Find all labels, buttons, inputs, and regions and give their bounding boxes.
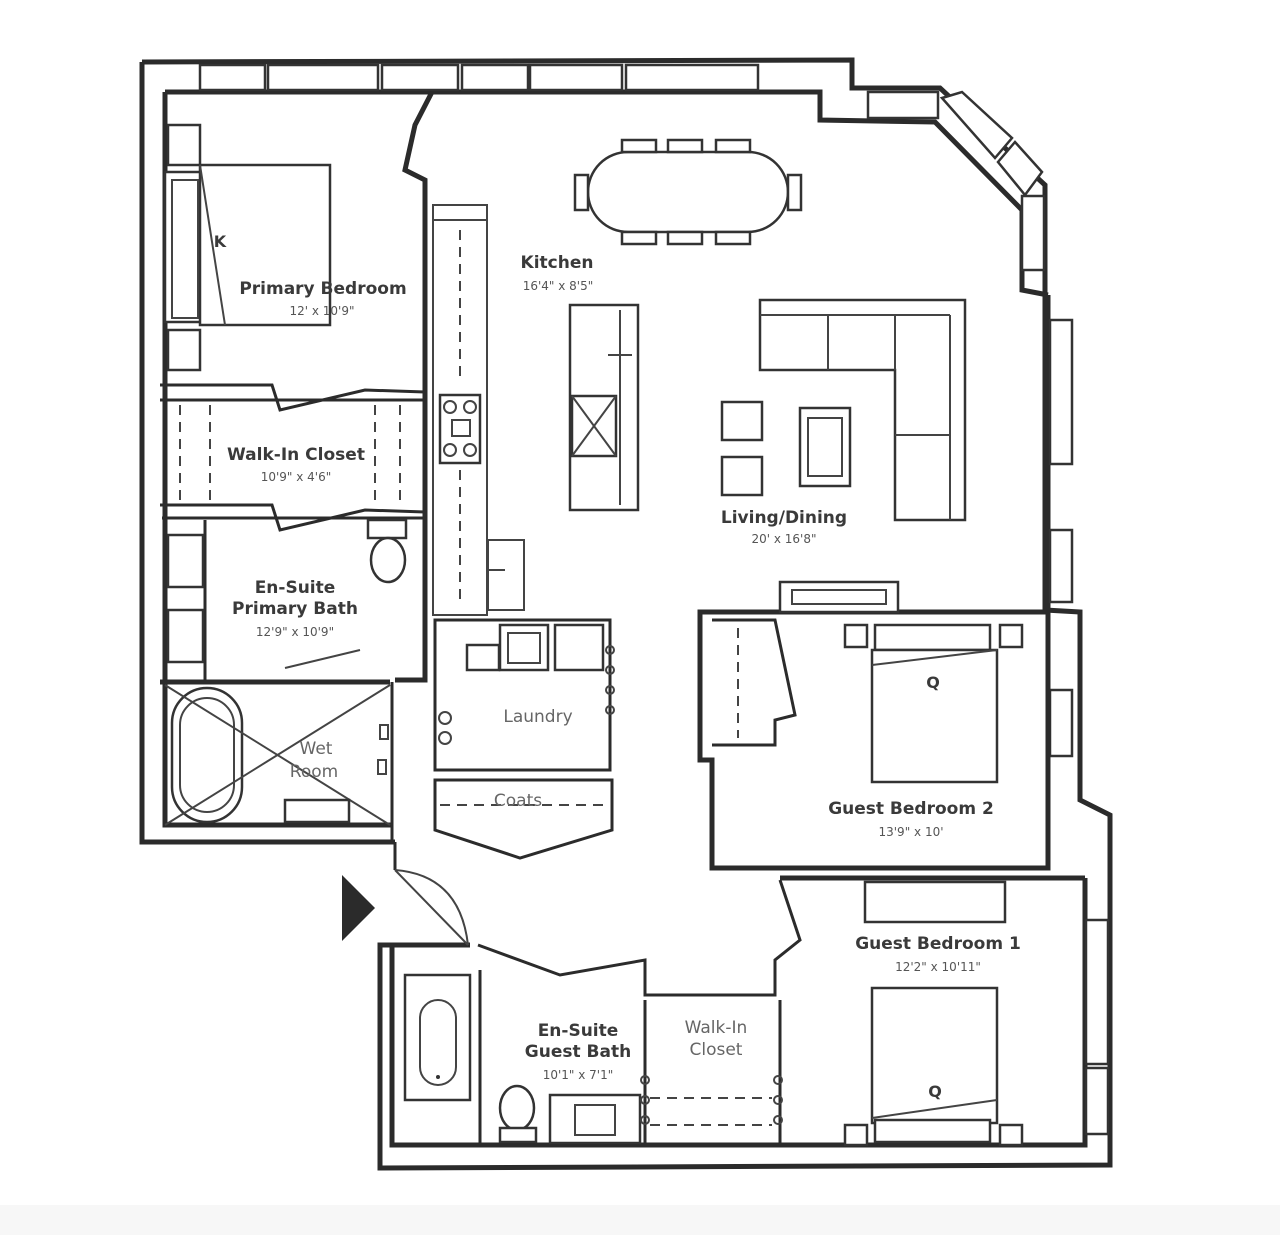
guest-bedroom-1-label: Guest Bedroom 1 (855, 934, 1021, 954)
ensuite-guest-bath-label-2: Guest Bath (525, 1042, 631, 1062)
guest-bedroom-2-bed-size: Q (926, 673, 940, 692)
ensuite-primary-bath-dims: 12'9" x 10'9" (256, 625, 334, 639)
primary-bedroom-dims: 12' x 10'9" (289, 304, 354, 318)
wet-room-label-2: Room (290, 762, 338, 782)
guest-bedroom-2-label: Guest Bedroom 2 (828, 799, 994, 819)
guest-bath-fixtures (403, 973, 783, 1145)
fridge (487, 539, 525, 611)
guest-bedroom-1-furniture (843, 880, 1024, 1147)
kitchen-dims: 16'4" x 8'5" (523, 279, 594, 293)
exterior-walls (139, 57, 1113, 1171)
room-labels: K Primary Bedroom 12' x 10'9" Walk-In Cl… (214, 232, 1021, 1101)
primary-bedroom-furniture (163, 123, 332, 372)
ensuite-guest-bath-label-1: En-Suite (538, 1021, 619, 1041)
interior-walls (160, 90, 1085, 1145)
guest-bedroom-1-bed-size: Q (928, 1082, 942, 1101)
guest-walk-in-closet-label-2: Closet (690, 1040, 743, 1060)
ensuite-primary-bath-label-1: En-Suite (255, 578, 336, 598)
ensuite-guest-bath-dims: 10'1" x 7'1" (543, 1068, 614, 1082)
living-dining-label: Living/Dining (721, 508, 847, 528)
sectional-sofa (720, 298, 967, 522)
laundry-fixtures (438, 623, 615, 806)
primary-bath-fixtures (164, 518, 408, 826)
guest-walk-in-closet-label-1: Walk-In (685, 1018, 748, 1038)
guest-bedroom-2-dims: 13'9" x 10' (878, 825, 943, 839)
coats-label: Coats (494, 791, 542, 811)
dining-table (573, 138, 803, 246)
windows (198, 63, 1110, 1136)
primary-bedroom-label: Primary Bedroom (239, 279, 406, 299)
wet-room-label-1: Wet (300, 739, 333, 759)
primary-bed-size: K (214, 232, 227, 251)
ensuite-primary-bath-label-2: Primary Bath (232, 599, 358, 619)
walk-in-closet-dims: 10'9" x 4'6" (261, 470, 332, 484)
entry-door (342, 842, 469, 946)
walk-in-closet-label: Walk-In Closet (227, 445, 365, 465)
triangle-arrow-icon (342, 875, 375, 941)
kitchen-label: Kitchen (521, 253, 594, 273)
bottom-margin (0, 1205, 1280, 1235)
kitchen-island (568, 303, 640, 512)
guest-bedroom-2-furniture (737, 623, 1024, 784)
living-dining-dims: 20' x 16'8" (751, 532, 816, 546)
range-cooktop (438, 393, 482, 465)
laundry-label: Laundry (503, 707, 572, 727)
guest-bedroom-1-dims: 12'2" x 10'11" (895, 960, 981, 974)
